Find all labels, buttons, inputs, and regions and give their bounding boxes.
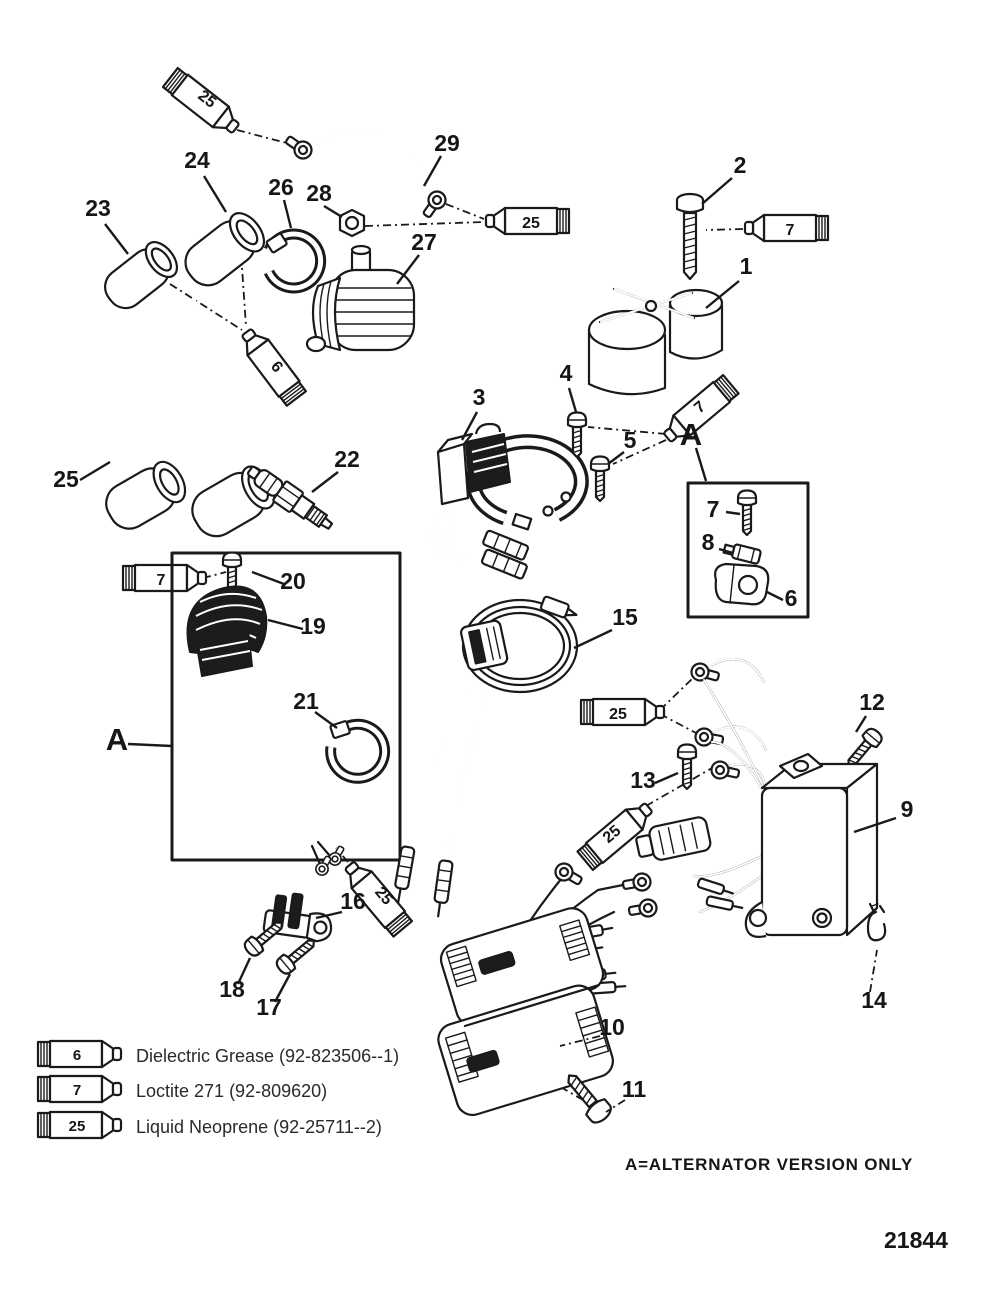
tube-liquid-neoprene-mid: 25	[579, 697, 666, 727]
tube-dielectric-grease-boots: 6	[234, 323, 308, 408]
drawing-number: 21844	[884, 1227, 948, 1253]
callout-11: 11	[622, 1076, 647, 1102]
tube-loctite-diagonal: 7	[657, 373, 741, 449]
spark-plug-wire-24	[184, 212, 276, 538]
callout-12: 12	[859, 689, 885, 715]
callout-6: 6	[785, 585, 798, 611]
callout-26: 26	[268, 174, 294, 200]
callout-16: 16	[340, 888, 366, 914]
harness-connector-plug	[635, 816, 712, 861]
callout-8: 8	[702, 529, 715, 555]
mercury-switch-16	[262, 892, 333, 943]
legend-item-liquid-neoprene: 25 Liquid Neoprene (92-25711--2)	[36, 1110, 382, 1140]
legend-item-dielectric-grease: 6 Dielectric Grease (92-823506--1)	[36, 1039, 399, 1069]
callout-10: 10	[599, 1014, 625, 1040]
sealant-legend: 6 Dielectric Grease (92-823506--1) 7 Loc…	[36, 1039, 399, 1140]
legend-label: Liquid Neoprene (92-25711--2)	[136, 1117, 382, 1137]
callout-29: 29	[434, 130, 460, 156]
screw-5	[589, 455, 611, 503]
callout-2: 2	[734, 152, 747, 178]
tube-liquid-neoprene-mid-diagonal: 25	[575, 796, 659, 872]
callout-27: 27	[411, 229, 437, 255]
ignition-coil-bracket-1	[587, 287, 724, 396]
callout-25: 25	[53, 466, 79, 492]
callout-19: 19	[300, 613, 326, 639]
screw-17	[272, 932, 321, 978]
clamp-plate-8	[722, 543, 762, 565]
tube-loctite-left-box: 7	[121, 563, 208, 593]
callout-23: 23	[85, 195, 111, 221]
retainer-ring-21	[325, 718, 391, 784]
tube-label: 7	[157, 572, 166, 589]
screw-13	[676, 743, 698, 791]
callout-17: 17	[256, 994, 282, 1020]
callout-20: 20	[280, 568, 306, 594]
callout-5: 5	[624, 427, 637, 453]
legend-label: Loctite 271 (92-809620)	[136, 1081, 327, 1101]
tube-liquid-neoprene-top-left: 25	[161, 66, 245, 140]
callout-7: 7	[707, 496, 720, 522]
stator-coil-19	[186, 585, 348, 879]
callout-1: 1	[740, 253, 753, 279]
legend-item-loctite: 7 Loctite 271 (92-809620)	[36, 1074, 327, 1104]
legend-code: 25	[69, 1118, 86, 1135]
legend-code: 6	[73, 1047, 81, 1064]
callout-18: 18	[219, 976, 245, 1002]
rubber-clamp-6	[714, 562, 770, 606]
callout-numbers: 29 24 26 28 23 27 2 1 4 5 3 22 25 7 8 6 …	[53, 130, 913, 1102]
tube-label: 7	[786, 222, 795, 239]
callout-leader-lines	[79, 155, 897, 1113]
harness-ring-15	[394, 595, 579, 918]
callout-15: 15	[612, 604, 638, 630]
trigger-assembly-3	[431, 422, 589, 580]
switch-box-10	[437, 859, 659, 1117]
alternator-box-right	[686, 481, 810, 619]
bolt-2	[675, 192, 705, 281]
tube-loctite-top-right: 7	[743, 213, 830, 243]
ground-wire-29	[281, 128, 450, 222]
section-marker-a-left: A	[106, 722, 128, 757]
callout-24: 24	[184, 147, 210, 173]
tube-label: 25	[609, 706, 627, 723]
footer-note: A=ALTERNATOR VERSION ONLY	[625, 1155, 913, 1174]
voltage-regulator-9	[635, 678, 879, 938]
callout-28: 28	[306, 180, 332, 206]
alternator-box-left	[170, 551, 402, 879]
callout-3: 3	[473, 384, 486, 410]
callout-9: 9	[901, 796, 914, 822]
callout-21: 21	[293, 688, 319, 714]
spark-plug-wire-23	[104, 241, 187, 530]
callout-22: 22	[334, 446, 360, 472]
section-marker-a-right: A	[680, 417, 702, 452]
tube-label: 25	[522, 215, 540, 232]
spark-plug-22	[247, 465, 334, 530]
ignition-coil-27	[305, 244, 416, 353]
clip-14	[866, 902, 887, 942]
callout-13: 13	[630, 767, 656, 793]
tube-liquid-neoprene-top-mid: 25	[484, 206, 571, 236]
legend-code: 7	[73, 1082, 81, 1099]
callout-4: 4	[560, 360, 573, 386]
callout-14: 14	[861, 987, 887, 1013]
retainer-ring-26	[263, 228, 327, 294]
legend-label: Dielectric Grease (92-823506--1)	[136, 1046, 399, 1066]
bolt-11	[567, 1074, 612, 1124]
nut-28	[338, 208, 366, 238]
